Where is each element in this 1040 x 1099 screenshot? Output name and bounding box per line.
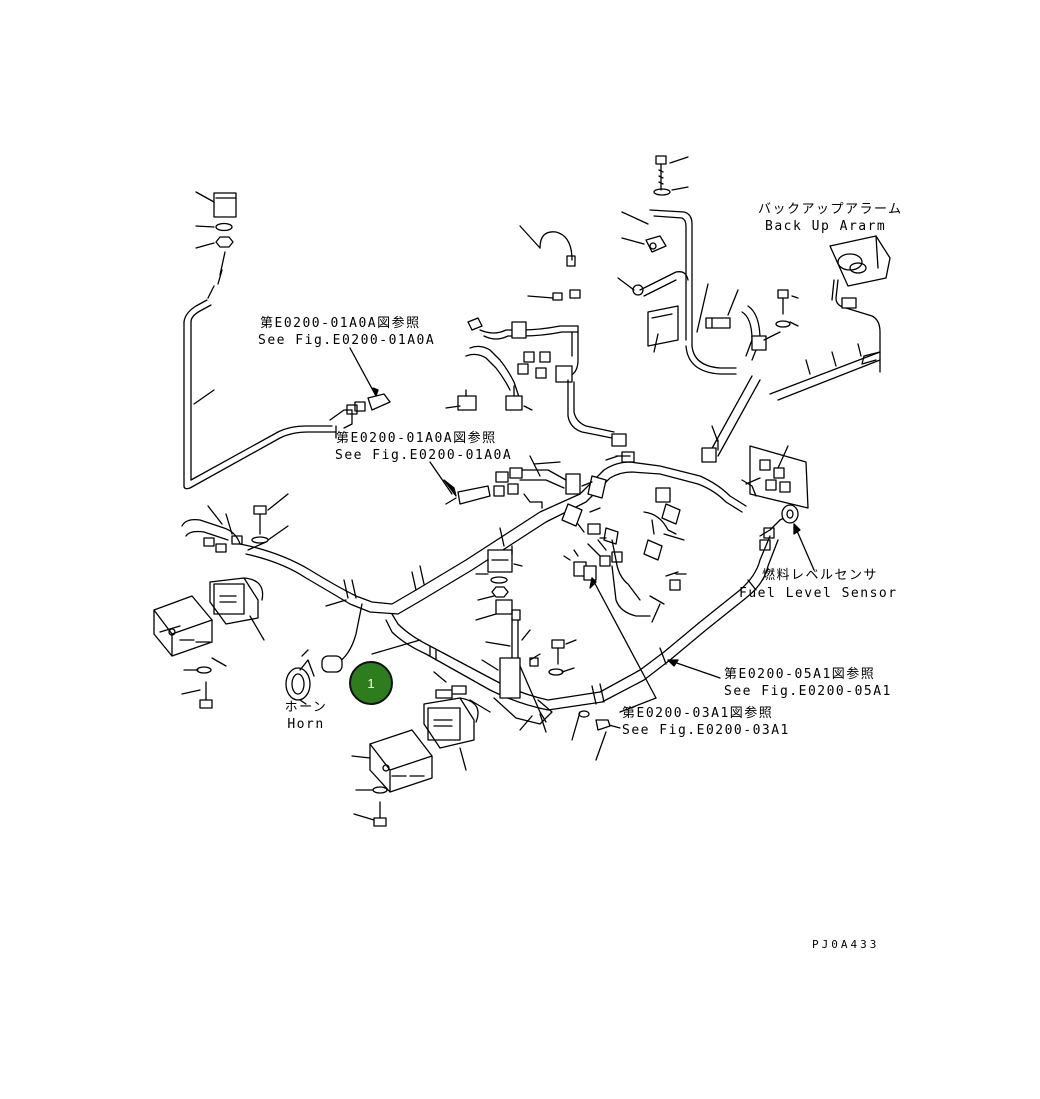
callout-marker[interactable]: 1 (349, 661, 393, 705)
ref-03a1-jp-label: 第E0200-03A1図参照 (622, 706, 774, 721)
ref-01a0a-lower-jp-label: 第E0200-01A0A図参照 (336, 431, 497, 446)
horn-drawing (285, 649, 315, 705)
horn-en-label: Horn (287, 717, 325, 732)
center-connector-cluster (429, 451, 687, 699)
backup-alarm-drawing (769, 235, 891, 401)
right-connector-block (741, 445, 815, 571)
ref-01a0a-upper-jp-label: 第E0200-01A0A図参照 (260, 316, 421, 331)
ref-01a0a-upper-en-label: See Fig.E0200-01A0A (258, 333, 436, 348)
reference-leaders (371, 639, 721, 761)
upper-center-harness (445, 225, 627, 447)
center-relay-column (475, 545, 577, 733)
left-work-light (153, 577, 265, 709)
backup-alarm-jp-label: バックアップアラーム (758, 202, 903, 217)
horn-jp-label: ホーン (284, 700, 328, 715)
ref-03a1-en-label: See Fig.E0200-03A1 (622, 723, 790, 738)
center-work-light (351, 671, 491, 827)
ref-05a1-en-label: See Fig.E0200-05A1 (724, 684, 892, 699)
fuel-sensor-jp-label: 燃料レベルセンサ (762, 568, 879, 583)
ref-01a0a-lower-en-label: See Fig.E0200-01A0A (335, 448, 513, 463)
upper-right-bracket-assembly (617, 155, 799, 375)
backup-alarm-en-label: Back Up Ararm (765, 219, 887, 234)
callout-number: 1 (367, 675, 375, 691)
drawing-code: PJ0A433 (812, 938, 880, 951)
ref-05a1-jp-label: 第E0200-05A1図参照 (724, 667, 876, 682)
upper-left-cable-assembly (183, 191, 391, 490)
fuel-sensor-en-label: Fuel Level Sensor (739, 586, 898, 601)
main-harness-frame (181, 375, 779, 711)
